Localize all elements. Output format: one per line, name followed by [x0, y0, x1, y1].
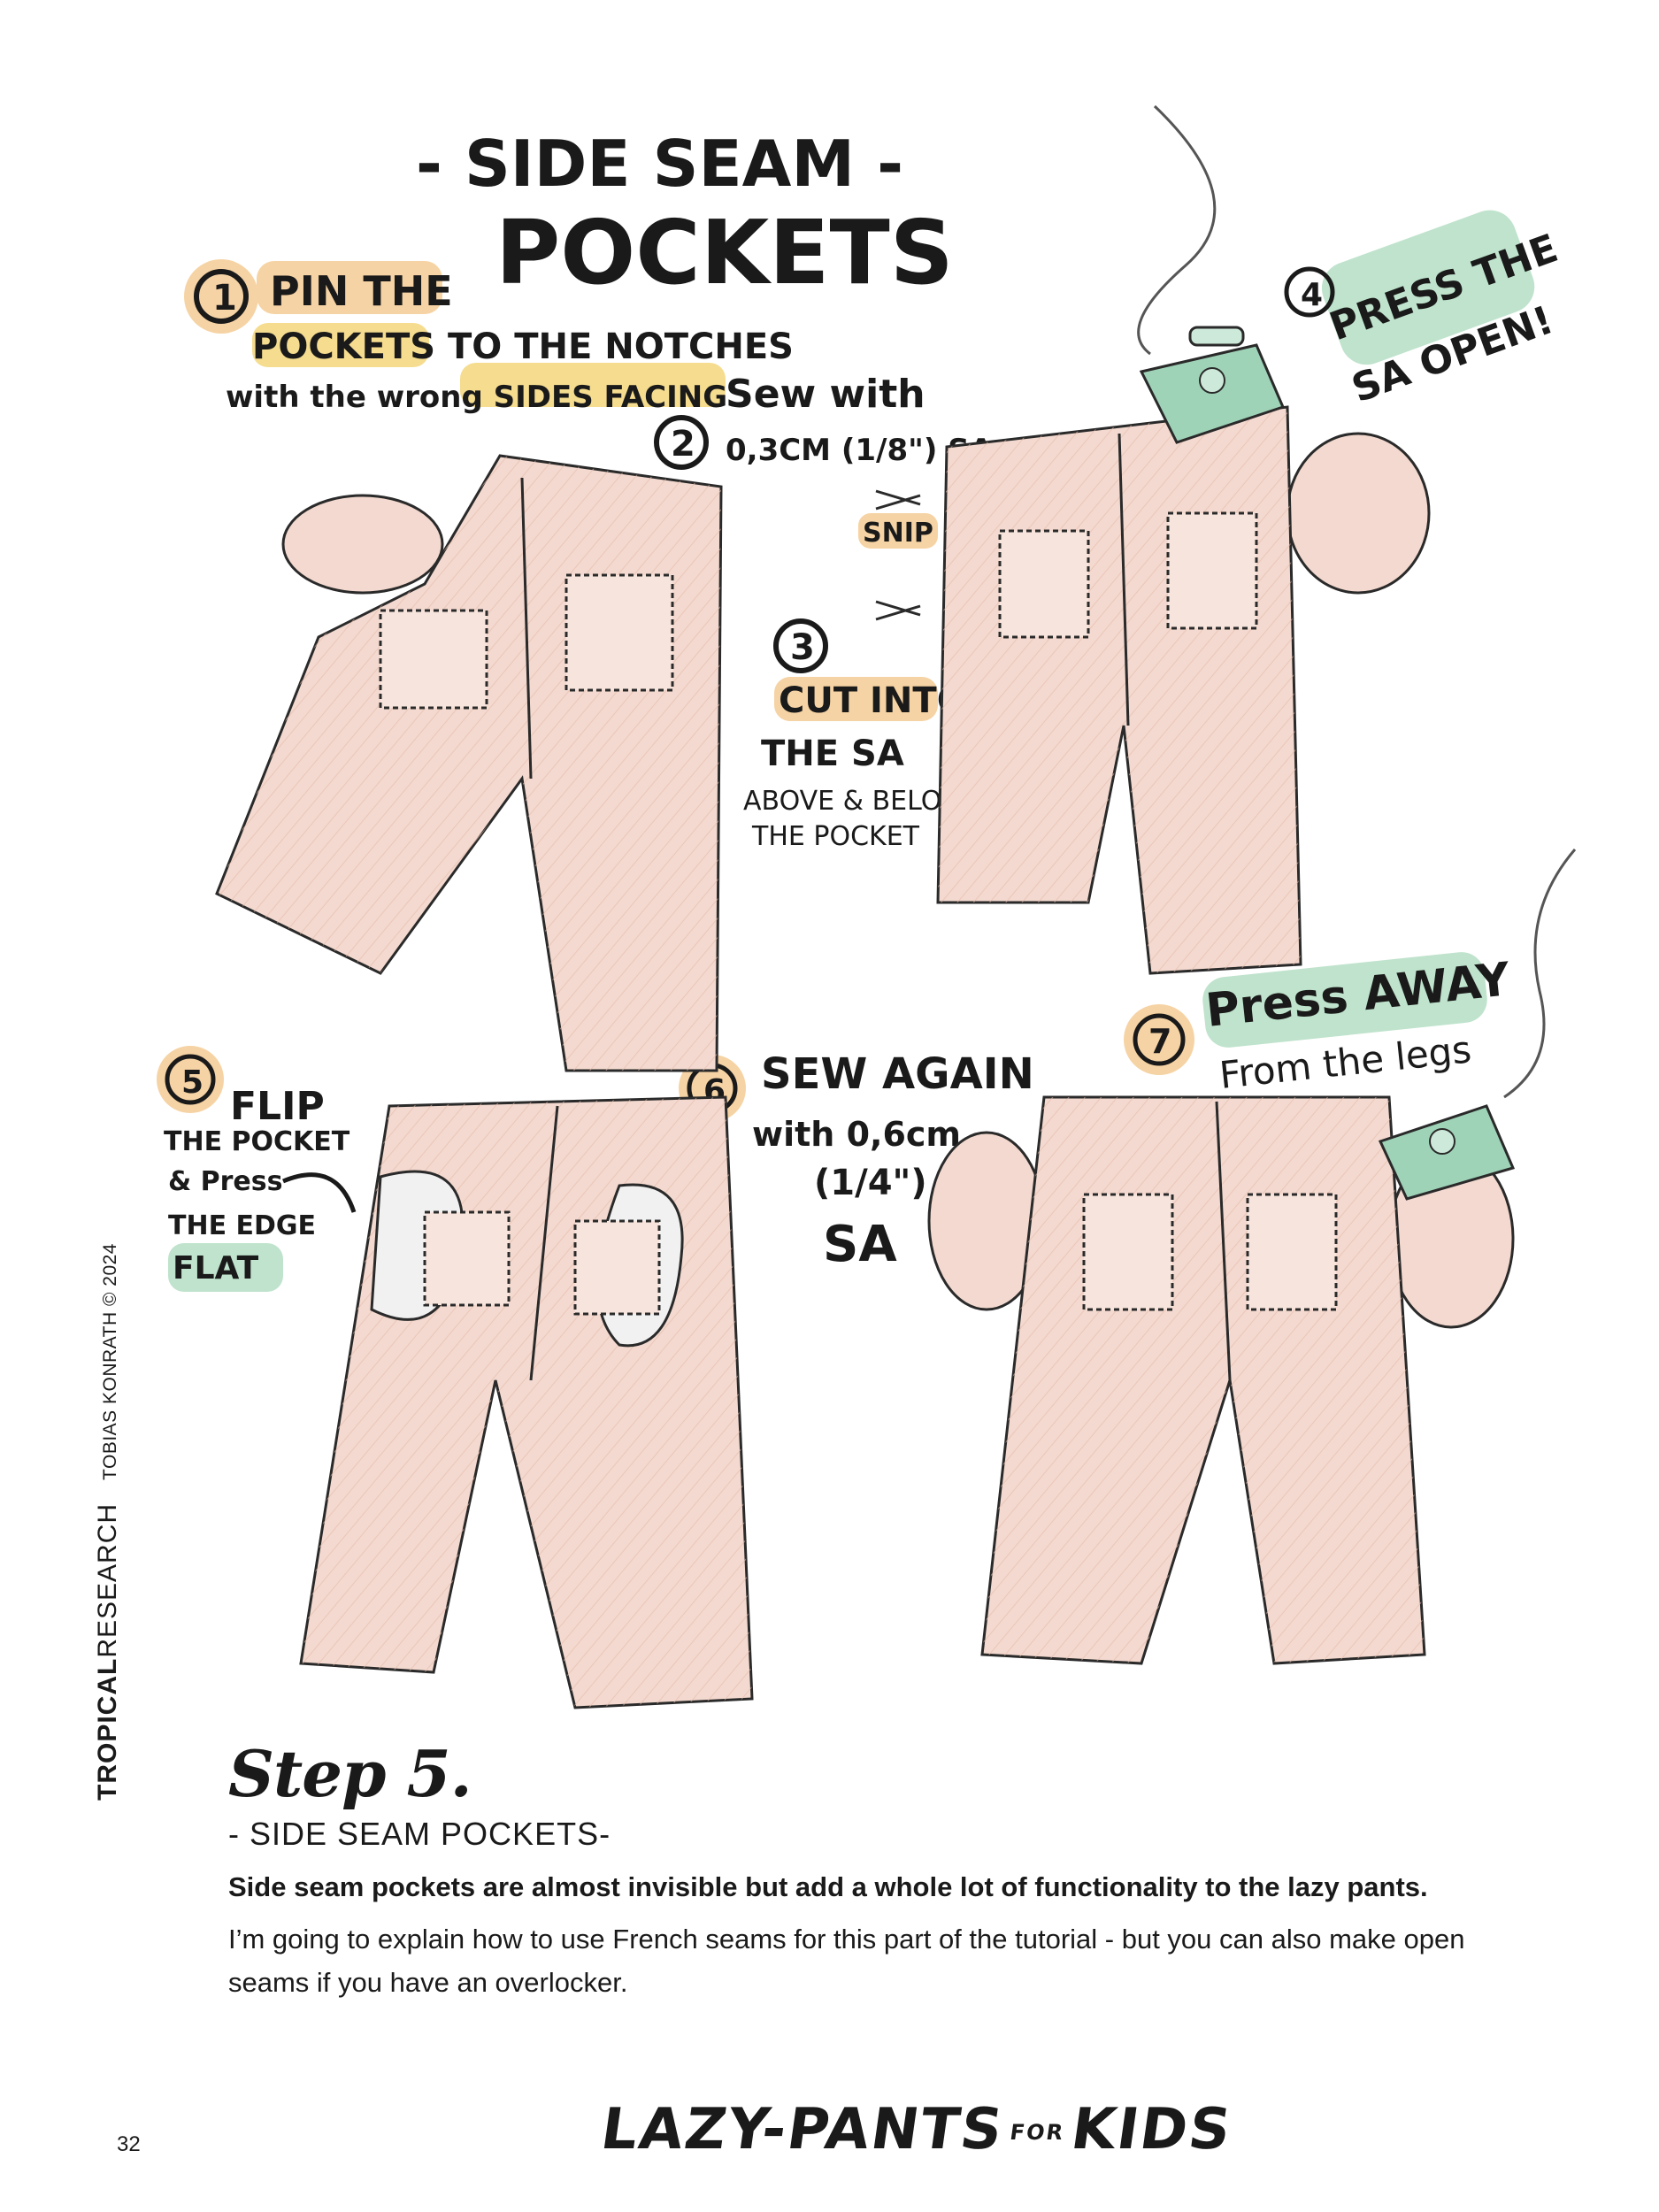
step-5-line-2: THE POCKET	[164, 1126, 350, 1157]
step-5-line-3: & Press	[168, 1166, 282, 1197]
brand-name-bold: TROPICAL	[93, 1657, 122, 1801]
step-5-annotation: 5 FLIP THE POCKET & Press THE EDGE FLAT	[157, 1046, 357, 1292]
step-lead-paragraph: Side seam pockets are almost invisible b…	[228, 1871, 1428, 1903]
pants-diagram-1	[215, 454, 723, 1072]
illustration-title-main: POCKETS	[495, 201, 954, 304]
step-7-number: 7	[1148, 1022, 1171, 1061]
page-number: 32	[117, 2132, 141, 2156]
back-pocket-right	[565, 573, 674, 692]
step-5-line-4: THE EDGE	[168, 1210, 316, 1241]
side-credit: TROPICALRESEARCH TOBIAS KONRATH © 2024	[93, 1243, 123, 1801]
back-pocket-left	[998, 529, 1090, 639]
step-1-line-2: POCKETS TO THE NOTCHES	[252, 326, 794, 367]
pocket-instructions-illustration: - SIDE SEAM - POCKETS 1 PIN THE POCKETS …	[157, 104, 1577, 1709]
step-subtitle: - SIDE SEAM POCKETS-	[228, 1816, 611, 1853]
step-6-line-4: SA	[823, 1216, 897, 1273]
step-title: Step 5.	[228, 1736, 472, 1811]
back-pocket-right	[1166, 511, 1258, 630]
step-3-line-4: THE POCKET	[751, 821, 920, 852]
step-2-line-1: Sew with	[726, 372, 926, 417]
footer-logo: LAZY-PANTSFORKIDS	[597, 2097, 1236, 2162]
step-3-annotation: SNIP 3 CUT INTO THE SA ABOVE & BELOW THE…	[743, 513, 968, 852]
step-5-number: 5	[181, 1064, 204, 1101]
step-3-number: 3	[790, 627, 815, 668]
scissors-icon	[875, 600, 921, 621]
illustration-title-top: - SIDE SEAM -	[416, 127, 903, 201]
step-1-number: 1	[212, 278, 237, 319]
step-5-line-5: FLAT	[173, 1250, 259, 1286]
step-4-annotation: 4 PRESS THE SA OPEN!	[1284, 210, 1563, 411]
pants-diagram-2	[875, 405, 1431, 975]
step-1-annotation: 1 PIN THE POCKETS TO THE NOTCHES with th…	[184, 259, 794, 415]
pants-diagram-3	[299, 1095, 754, 1709]
step-3-line-3: ABOVE & BELOW	[743, 786, 968, 817]
copyright-notice: TOBIAS KONRATH © 2024	[100, 1243, 120, 1480]
logo-part-c: KIDS	[1067, 2097, 1237, 2162]
step-2-number: 2	[671, 424, 695, 465]
iron-icon	[1378, 849, 1577, 1201]
step-5-arrow-icon	[282, 1172, 357, 1213]
step-1-line-1: PIN THE	[270, 267, 453, 315]
pants-diagram-4	[927, 1095, 1515, 1665]
iron-icon	[1137, 104, 1286, 444]
snip-label: SNIP	[863, 518, 933, 549]
scissors-icon	[875, 489, 921, 511]
step-6-line-1: SEW AGAIN	[761, 1049, 1034, 1099]
step-1-line-3: with the wrong SIDES FACING	[226, 380, 727, 415]
step-6-line-3: (1/4")	[814, 1163, 927, 1203]
back-pocket-left	[379, 609, 488, 710]
step-6-annotation: 6 SEW AGAIN with 0,6cm (1/4") SA	[679, 1049, 1034, 1273]
step-text-block: Step 5. - SIDE SEAM POCKETS- Side seam p…	[228, 1739, 1555, 2005]
logo-part-a: LAZY-PANTS	[596, 2097, 1009, 2162]
step-4-number: 4	[1301, 277, 1323, 313]
step-5-line-1: FLIP	[230, 1084, 325, 1129]
brand-name-light: RESEARCH	[93, 1502, 122, 1658]
step-3-line-2: THE SA	[761, 733, 904, 774]
step-body-paragraph: I’m going to explain how to use French s…	[228, 1923, 1465, 1999]
logo-part-b: FOR	[1008, 2120, 1066, 2146]
step-3-line-1: CUT INTO	[779, 680, 967, 721]
step-6-line-2: with 0,6cm	[752, 1115, 961, 1154]
